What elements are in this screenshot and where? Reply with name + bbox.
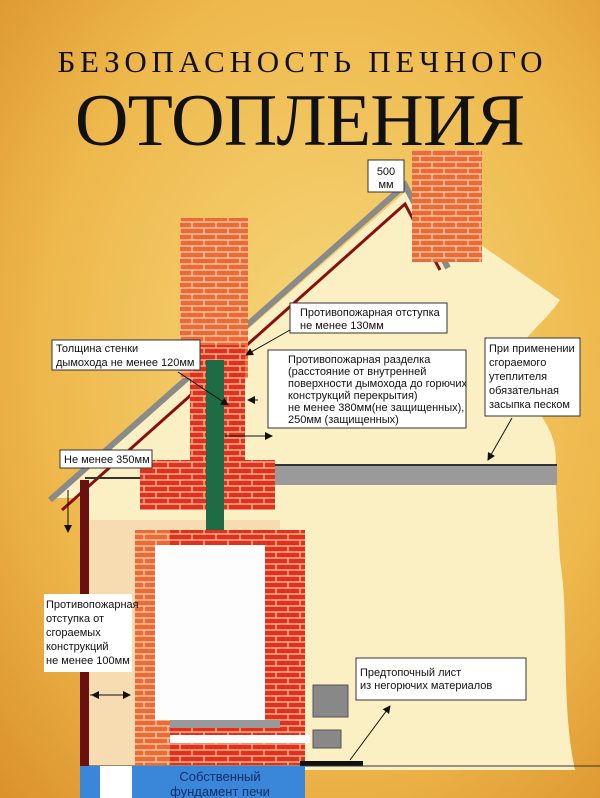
label-fire-offset-roof: Противопожарная отступка не менее 130мм — [245, 302, 448, 356]
foundation-label-2: фундамент печи — [170, 784, 270, 798]
chimney-height-unit: мм — [378, 179, 393, 191]
svg-text:Противопожарная разделка: Противопожарная разделка — [288, 354, 431, 366]
ash-door — [312, 729, 342, 749]
stove — [135, 530, 349, 765]
label-pre-furnace-sheet: Предтопочный лист из негорючих материало… — [349, 657, 527, 761]
svg-text:Толщина стенки: Толщина стенки — [56, 343, 138, 355]
svg-text:не менее 130мм: не менее 130мм — [300, 320, 384, 332]
svg-text:не менее 100мм: не менее 100мм — [46, 655, 130, 667]
label-fire-cut: Противопожарная разделка (расстояние от … — [225, 349, 468, 440]
ceiling-floor — [275, 465, 557, 485]
svg-text:из негорючих материалов: из негорючих материалов — [360, 680, 492, 692]
chimney-flue-lower — [206, 460, 224, 540]
label-min-350: Не менее 350мм — [59, 449, 153, 533]
chimney-height-value: 500 — [377, 166, 395, 178]
poster-title: БЕЗОПАСНОСТЬ ПЕЧНОГО ОТОПЛЕНИЯ — [58, 44, 543, 162]
svg-text:засыпка песком: засыпка песком — [489, 399, 570, 411]
svg-text:отступка от: отступка от — [46, 613, 104, 625]
svg-text:конструкций перекрытия): конструкций перекрытия) — [288, 390, 418, 402]
svg-text:сгораемых: сгораемых — [46, 627, 101, 639]
svg-text:не менее 380мм(не защищенных),: не менее 380мм(не защищенных), — [288, 402, 464, 414]
label-wall-offset: Противопожарная отступка от сгораемых ко… — [44, 594, 139, 699]
title-line-2: ОТОПЛЕНИЯ — [75, 80, 525, 162]
label-sand-fill: При применении сгораемого утеплителя обя… — [484, 337, 581, 461]
svg-text:обязательная: обязательная — [489, 385, 559, 397]
label-wall-thickness: Толщина стенки дымохода не менее 120мм — [51, 339, 229, 406]
svg-text:конструкций: конструкций — [46, 641, 109, 653]
svg-text:Предтопочный лист: Предтопочный лист — [360, 667, 461, 679]
title-line-1: БЕЗОПАСНОСТЬ ПЕЧНОГО — [58, 44, 543, 79]
svg-text:Противопожарная: Противопожарная — [46, 599, 139, 611]
svg-text:утеплителя: утеплителя — [489, 371, 547, 383]
svg-text:250мм (защищенных): 250мм (защищенных) — [288, 414, 399, 426]
svg-text:(расстояние от внутренней: (расстояние от внутренней — [288, 366, 426, 378]
pre-furnace-sheet — [300, 761, 363, 766]
chimney-height-label-box — [367, 159, 405, 193]
svg-text:сгораемого: сгораемого — [489, 357, 546, 369]
foundation-label-1: Собственный — [179, 769, 260, 784]
svg-text:При применении: При применении — [489, 343, 575, 355]
roof-chimney — [412, 150, 482, 262]
svg-text:Противопожарная отступка: Противопожарная отступка — [300, 307, 441, 319]
svg-text:дымохода не менее 120мм: дымохода не менее 120мм — [56, 357, 195, 369]
svg-text:поверхности дымохода до горючи: поверхности дымохода до горючих — [288, 378, 468, 390]
svg-text:Не менее 350мм: Не менее 350мм — [64, 454, 150, 466]
stove-door — [312, 684, 349, 718]
